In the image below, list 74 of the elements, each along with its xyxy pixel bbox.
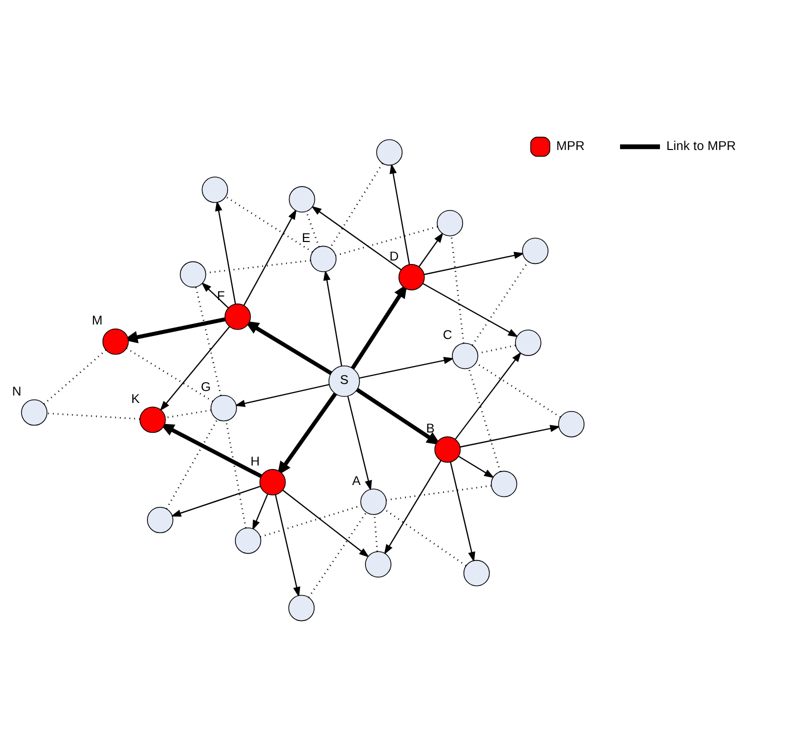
arrow (243, 209, 297, 306)
arrow (311, 206, 402, 270)
node-label: B (426, 420, 435, 436)
connector (308, 512, 367, 598)
arrow (454, 352, 522, 440)
node-label: D (389, 248, 399, 264)
node-circle (147, 506, 174, 534)
node-circle (452, 342, 478, 370)
node-circle (288, 186, 316, 212)
node-circle (310, 246, 336, 272)
arrow (422, 282, 518, 338)
node-circle: S (328, 365, 360, 397)
connector (195, 286, 222, 396)
connector (43, 349, 106, 405)
arrow (418, 232, 444, 268)
node-circle (259, 469, 286, 496)
connector (450, 236, 464, 344)
connector (468, 368, 502, 472)
arrow (347, 396, 372, 491)
node-circle (224, 304, 251, 330)
node-circle (202, 176, 228, 203)
node-label: G (200, 379, 211, 394)
node-circle (398, 264, 425, 290)
node-circle (436, 210, 464, 236)
arrow (460, 424, 561, 448)
connector (225, 420, 247, 528)
arrow (160, 326, 230, 412)
node-circle (434, 436, 461, 463)
arrow (252, 494, 268, 531)
arrow (277, 392, 337, 476)
arrow (359, 356, 454, 379)
node-circle (360, 488, 387, 515)
arrow (458, 456, 494, 478)
node-circle (288, 594, 315, 622)
node-label: N (12, 384, 22, 399)
node-circle (21, 399, 48, 426)
connector (330, 163, 384, 248)
arrow (282, 490, 370, 558)
arrow (215, 200, 236, 304)
arrow (356, 388, 441, 446)
node-label: K (131, 390, 140, 406)
legend-label: MPR (556, 138, 585, 153)
node-circle (558, 411, 584, 438)
node-circle (234, 527, 262, 554)
node-circle (102, 328, 129, 355)
arrow (390, 163, 410, 265)
node-label: E (302, 230, 310, 246)
arrow (323, 270, 342, 366)
connector (166, 419, 218, 510)
node-circle (210, 394, 237, 422)
node-label: M (92, 312, 103, 328)
connector (374, 514, 378, 552)
arrow (274, 494, 300, 598)
node-circle (463, 560, 490, 586)
node-circle (140, 406, 166, 433)
node-circle (365, 551, 392, 578)
arrow (384, 460, 442, 555)
node-circle (522, 238, 548, 264)
arrow (234, 384, 330, 407)
connector (126, 348, 214, 402)
connector (384, 508, 466, 566)
node-circle (515, 330, 542, 356)
node-label: H (250, 453, 260, 468)
legend-label: Link to MPR (666, 138, 736, 153)
arrow (170, 486, 261, 517)
node-label: C (442, 327, 452, 342)
arrow (424, 252, 524, 276)
node-circle (180, 261, 206, 288)
node-circle (376, 139, 403, 166)
arrow (450, 462, 476, 562)
node-label: A (352, 472, 361, 488)
node-circle (490, 470, 518, 498)
arrow (201, 282, 229, 308)
arrow (244, 320, 332, 375)
